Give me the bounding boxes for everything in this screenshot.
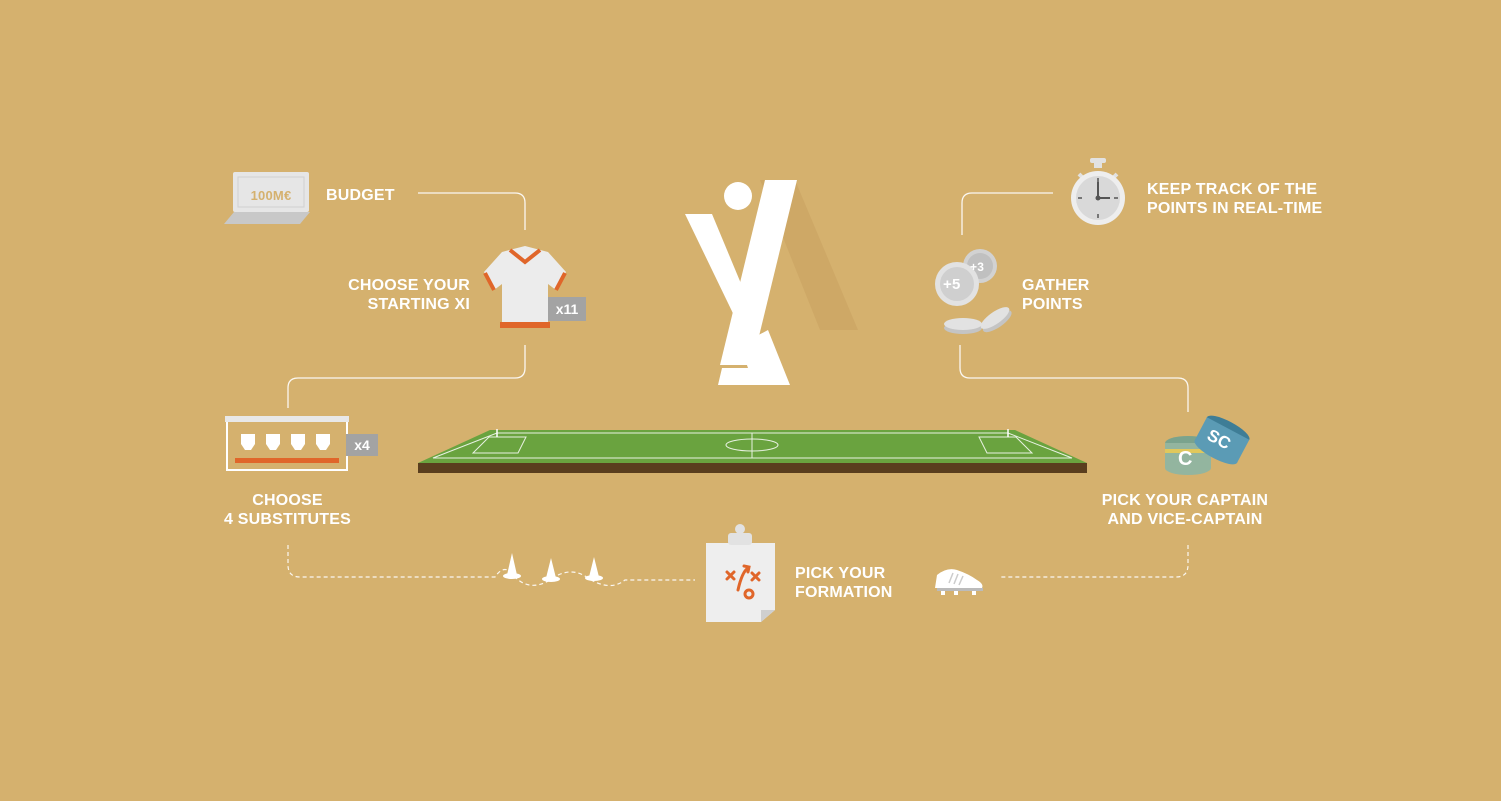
coins-icon [935,249,1012,334]
cone-icon [503,553,603,582]
connector-budget-xi [418,192,526,230]
substitutes-count: x4 [346,434,378,456]
connector-points-captain [959,345,1189,412]
formation-label: PICK YOUR FORMATION [795,565,893,601]
armband-captain-letter: C [1178,448,1193,470]
points-label: GATHER POINTS [1022,277,1090,313]
realtime-label: KEEP TRACK OF THE POINTS IN REAL-TIME [1147,181,1323,217]
connector-captain-formation [1000,545,1189,578]
budget-label: BUDGET [326,187,395,204]
clipboard-icon [706,524,775,622]
coin-value-primary: +5 [943,276,961,293]
logo-icon [685,180,858,385]
boot-icon [935,569,983,595]
jersey-icon [483,246,567,328]
substitutes-label: CHOOSE 4 SUBSTITUTES [223,492,352,528]
banknote-value: 100M€ [250,188,292,203]
captain-label: PICK YOUR CAPTAIN AND VICE-CAPTAIN [1101,492,1269,528]
pitch-icon [418,429,1087,473]
connector-xi-subs [287,345,526,408]
banknote-icon [224,172,310,224]
bench-icon [225,416,349,471]
starting-xi-count: x11 [548,297,586,321]
armband-icon [1165,415,1250,475]
connector-subs-formation [287,545,695,587]
connector-timer-points [961,192,1053,235]
coin-value-secondary: +3 [970,260,985,274]
starting-xi-label: CHOOSE YOUR STARTING XI [348,277,470,313]
stopwatch-icon [1071,158,1125,225]
